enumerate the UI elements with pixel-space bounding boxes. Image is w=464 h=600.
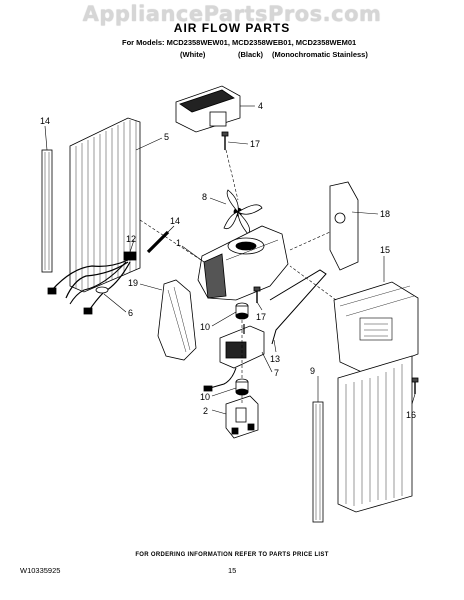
models-line: For Models: MCD2358WEW01, MCD2358WEB01, …: [122, 38, 357, 47]
document-number: W10335925: [20, 566, 61, 575]
callout-leaders: [44, 105, 416, 415]
part-rear-panel: [337, 355, 413, 513]
part-foam-strip-right: [312, 401, 324, 523]
callout-numbers: 14 5 4 17 8 18 14 12 1 15 19 6 17 10 13 …: [40, 101, 416, 420]
callout-2: 2: [203, 406, 208, 416]
callout-18: 18: [380, 209, 390, 219]
callout-12: 12: [126, 234, 136, 244]
finish-black: (Black): [238, 50, 264, 59]
part-screw-upper: [221, 131, 229, 150]
callout-13: 13: [270, 354, 280, 364]
part-grommet-lower: [235, 378, 249, 396]
callout-8: 8: [202, 192, 207, 202]
finish-stainless: (Monochromatic Stainless): [272, 50, 368, 59]
callout-10-upper: 10: [200, 322, 210, 332]
part-fan-motor: [203, 324, 265, 392]
part-fan-blade: [223, 189, 263, 235]
callout-17-mid: 17: [256, 312, 266, 322]
ordering-note: FOR ORDERING INFORMATION REFER TO PARTS …: [135, 552, 329, 558]
callout-4: 4: [258, 101, 263, 111]
watermark: AppliancePartsPros.com: [82, 2, 382, 26]
callout-1: 1: [176, 238, 181, 248]
part-fan-housing: [197, 225, 289, 301]
part-left-duct: [157, 279, 197, 361]
callout-7: 7: [274, 368, 279, 378]
part-screw-right: [411, 377, 419, 394]
page-title: AIR FLOW PARTS: [173, 21, 291, 35]
callout-16: 16: [406, 410, 416, 420]
part-damper-bracket: [175, 85, 241, 133]
assembly-lines: [139, 149, 337, 404]
part-rear-cover: [333, 281, 419, 375]
callout-14-left: 14: [40, 116, 50, 126]
page-number: 15: [228, 566, 237, 575]
callout-14-mid: 14: [170, 216, 180, 226]
part-right-duct: [329, 181, 359, 271]
callout-5: 5: [164, 132, 169, 142]
callout-17-upper: 17: [250, 139, 260, 149]
callout-19: 19: [128, 278, 138, 288]
part-wiring-harness: [47, 259, 131, 315]
part-evaporator-grille: [69, 117, 141, 293]
part-motor-bracket: [225, 395, 259, 439]
callout-10-lower: 10: [200, 392, 210, 402]
callout-6: 6: [128, 308, 133, 318]
part-foam-strip-left: [41, 149, 53, 273]
part-wire-bracket: [269, 269, 327, 345]
part-harness-connector: [123, 251, 137, 261]
callout-9: 9: [310, 366, 315, 376]
finish-white: (White): [180, 50, 206, 59]
callout-15: 15: [380, 245, 390, 255]
part-grommet-upper: [235, 302, 249, 320]
part-screw-middle: [253, 286, 261, 303]
